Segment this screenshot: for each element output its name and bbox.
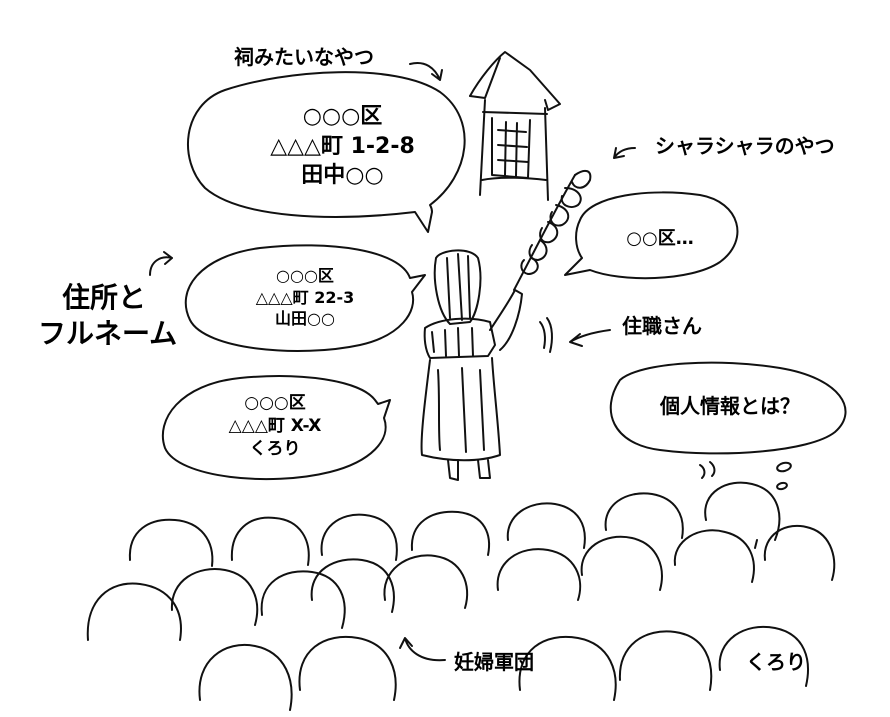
speech-bubble-5 — [609, 361, 847, 455]
bubble-2-line-2: △△△町 22-3 — [255, 287, 355, 307]
priest-figure — [420, 249, 553, 481]
bubble-5-text: 個人情報とは？ — [660, 394, 800, 418]
arrow-shrine — [409, 62, 443, 81]
speech-bubble-2 — [184, 244, 426, 352]
bubble-1-line-1: ○○○区 — [302, 104, 383, 129]
bubble-1-line-3: 田中○○ — [301, 163, 384, 189]
thought-dot-small — [776, 481, 788, 491]
bubble-3-text: ○○○区 △△△町 X-X くろり — [180, 392, 370, 461]
motion-mark-1 — [699, 464, 706, 479]
arrow-self — [754, 539, 758, 549]
arrow-fullname — [149, 251, 173, 276]
speech-bubble-3 — [161, 375, 391, 481]
arrow-priest — [569, 329, 611, 347]
speech-bubble-1 — [186, 71, 466, 233]
bubble-3-line-3: くろり — [249, 438, 301, 459]
label-priest: 住職さん — [622, 314, 702, 338]
arrow-crowd — [399, 637, 446, 662]
bubble-3-line-1: ○○○区 — [244, 393, 306, 413]
label-fullname-line1: 住所と — [62, 281, 147, 314]
crowd-heads — [86, 481, 836, 711]
label-self: くろり — [746, 650, 806, 674]
rattle-staff — [513, 169, 592, 291]
arrow-rattle — [613, 147, 636, 159]
bubble-1-line-2: △△△町 1-2-8 — [270, 133, 415, 159]
bubble-4-text: ○○区… — [626, 228, 694, 249]
label-fullname-line2: フルネーム — [38, 317, 178, 350]
bubble-2-text: ○○○区 △△△町 22-3 山田○○ — [205, 265, 405, 330]
label-rattle: シャラシャラのやつ — [655, 134, 835, 158]
speech-bubble-4 — [564, 191, 739, 280]
label-shrine: 祠みたいなやつ — [234, 45, 374, 69]
bubble-2-line-3: 山田○○ — [275, 309, 335, 329]
motion-mark-2 — [709, 461, 716, 477]
label-crowd: 妊婦軍団 — [454, 650, 534, 674]
shrine-figure — [469, 51, 561, 201]
thought-dot-large — [776, 461, 792, 473]
bubble-3-line-2: △△△町 X-X — [228, 415, 322, 436]
bubble-1-text: ○○○区 △△△町 1-2-8 田中○○ — [230, 102, 455, 191]
bubble-2-line-1: ○○○区 — [276, 266, 334, 285]
